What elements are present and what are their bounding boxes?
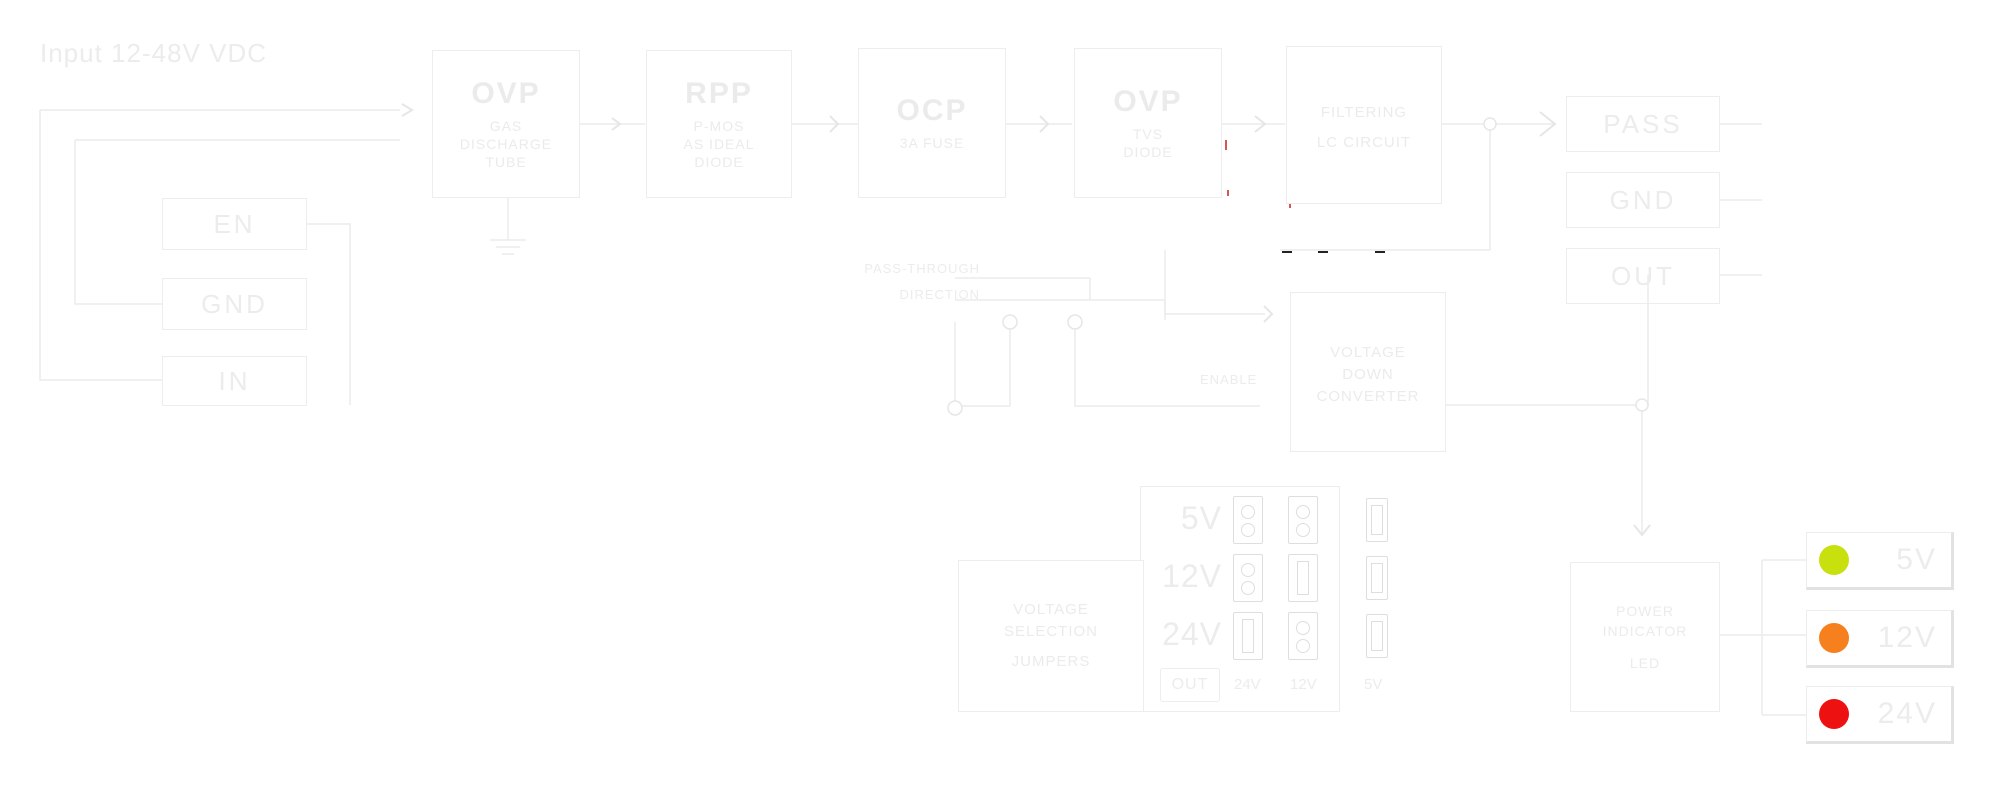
rpp-line-3: DIODE: [694, 154, 744, 170]
rpp-title: RPP: [685, 77, 753, 110]
filter-line-2: LC CIRCUIT: [1316, 134, 1412, 151]
led-12v: 12V: [1806, 610, 1954, 668]
jumper-12v-12v[interactable]: [1288, 554, 1318, 602]
converter-line-1: VOLTAGE: [1330, 344, 1406, 361]
ocp-line-1: 3A FUSE: [899, 135, 965, 151]
ocp-block: OCP 3A FUSE: [858, 48, 1006, 198]
led-5v-light: [1819, 545, 1849, 575]
jumper-5v-24v[interactable]: [1233, 496, 1263, 544]
jumper-row-24v: 24V: [1162, 616, 1222, 652]
enable-label: ENABLE: [1200, 372, 1258, 387]
jumper-row-12v: 12V: [1162, 558, 1222, 594]
ovp-tvs-block: OVP TVS DIODE: [1074, 48, 1222, 198]
jumper-24v-5v[interactable]: [1366, 614, 1388, 658]
ovp-gas-line-3: TUBE: [485, 154, 527, 170]
input-pin-in: IN: [162, 356, 307, 406]
ovp-tvs-line-1: TVS: [1132, 126, 1164, 142]
indicator-line-3: LED: [1629, 655, 1661, 671]
filter-block: FILTERING LC CIRCUIT: [1286, 46, 1442, 204]
ovp-gas-line-2: DISCHARGE: [459, 136, 553, 152]
jumper-col-out: OUT: [1160, 668, 1220, 702]
jumpers-line-1: VOLTAGE: [1013, 601, 1089, 618]
jumper-5v-12v[interactable]: [1288, 496, 1318, 544]
converter-line-2: DOWN: [1342, 366, 1394, 383]
jumper-24v-12v[interactable]: [1288, 612, 1318, 660]
indicator-line-1: POWER: [1616, 603, 1674, 619]
jumper-12v-5v[interactable]: [1366, 556, 1388, 600]
jumper-col-24v: 24V: [1234, 676, 1261, 693]
led-12v-label: 12V: [1877, 621, 1937, 654]
ocp-title: OCP: [896, 94, 968, 127]
input-pin-en: EN: [162, 198, 307, 250]
jumpers-label-block: VOLTAGE SELECTION JUMPERS: [958, 560, 1144, 712]
diagram-title: Input 12-48V VDC: [40, 38, 268, 68]
led-5v: 5V: [1806, 532, 1954, 590]
jumper-12v-24v[interactable]: [1233, 554, 1263, 602]
ovp-tvs-title: OVP: [1113, 85, 1183, 118]
rpp-block: RPP P-MOS AS IDEAL DIODE: [646, 50, 792, 198]
rpp-line-1: P-MOS: [693, 118, 745, 134]
ovp-gas-block: OVP GAS DISCHARGE TUBE: [432, 50, 580, 198]
led-24v-light: [1819, 699, 1849, 729]
jumper-24v-24v[interactable]: [1233, 612, 1263, 660]
converter-block: VOLTAGE DOWN CONVERTER: [1290, 292, 1446, 452]
led-12v-light: [1819, 623, 1849, 653]
jumper-col-12v: 12V: [1290, 676, 1317, 693]
output-pin-gnd: GND: [1566, 172, 1720, 228]
ovp-gas-line-1: GAS: [489, 118, 523, 134]
indicator-line-2: INDICATOR: [1602, 623, 1688, 639]
led-24v-label: 24V: [1877, 697, 1937, 730]
jumper-col-5v: 5V: [1364, 676, 1383, 693]
led-5v-label: 5V: [1896, 543, 1937, 576]
converter-line-3: CONVERTER: [1316, 388, 1420, 405]
jumper-row-5v: 5V: [1180, 500, 1222, 536]
switch-label-line-2: DIRECTION: [899, 287, 980, 302]
jumpers-line-3: JUMPERS: [1011, 653, 1091, 670]
jumpers-line-2: SELECTION: [1003, 623, 1099, 640]
indicator-block: POWER INDICATOR LED: [1570, 562, 1720, 712]
output-pin-pass: PASS: [1566, 96, 1720, 152]
led-24v: 24V: [1806, 686, 1954, 744]
ovp-gas-title: OVP: [471, 77, 541, 110]
input-pin-gnd: GND: [162, 278, 307, 330]
rpp-line-2: AS IDEAL: [683, 136, 755, 152]
filter-line-1: FILTERING: [1320, 104, 1408, 121]
jumper-5v-5v[interactable]: [1366, 498, 1388, 542]
switch-label: PASS-THROUGH DIRECTION: [818, 256, 980, 308]
ovp-tvs-line-2: DIODE: [1123, 144, 1173, 160]
switch-label-line-1: PASS-THROUGH: [864, 261, 980, 276]
output-pin-out: OUT: [1566, 248, 1720, 304]
